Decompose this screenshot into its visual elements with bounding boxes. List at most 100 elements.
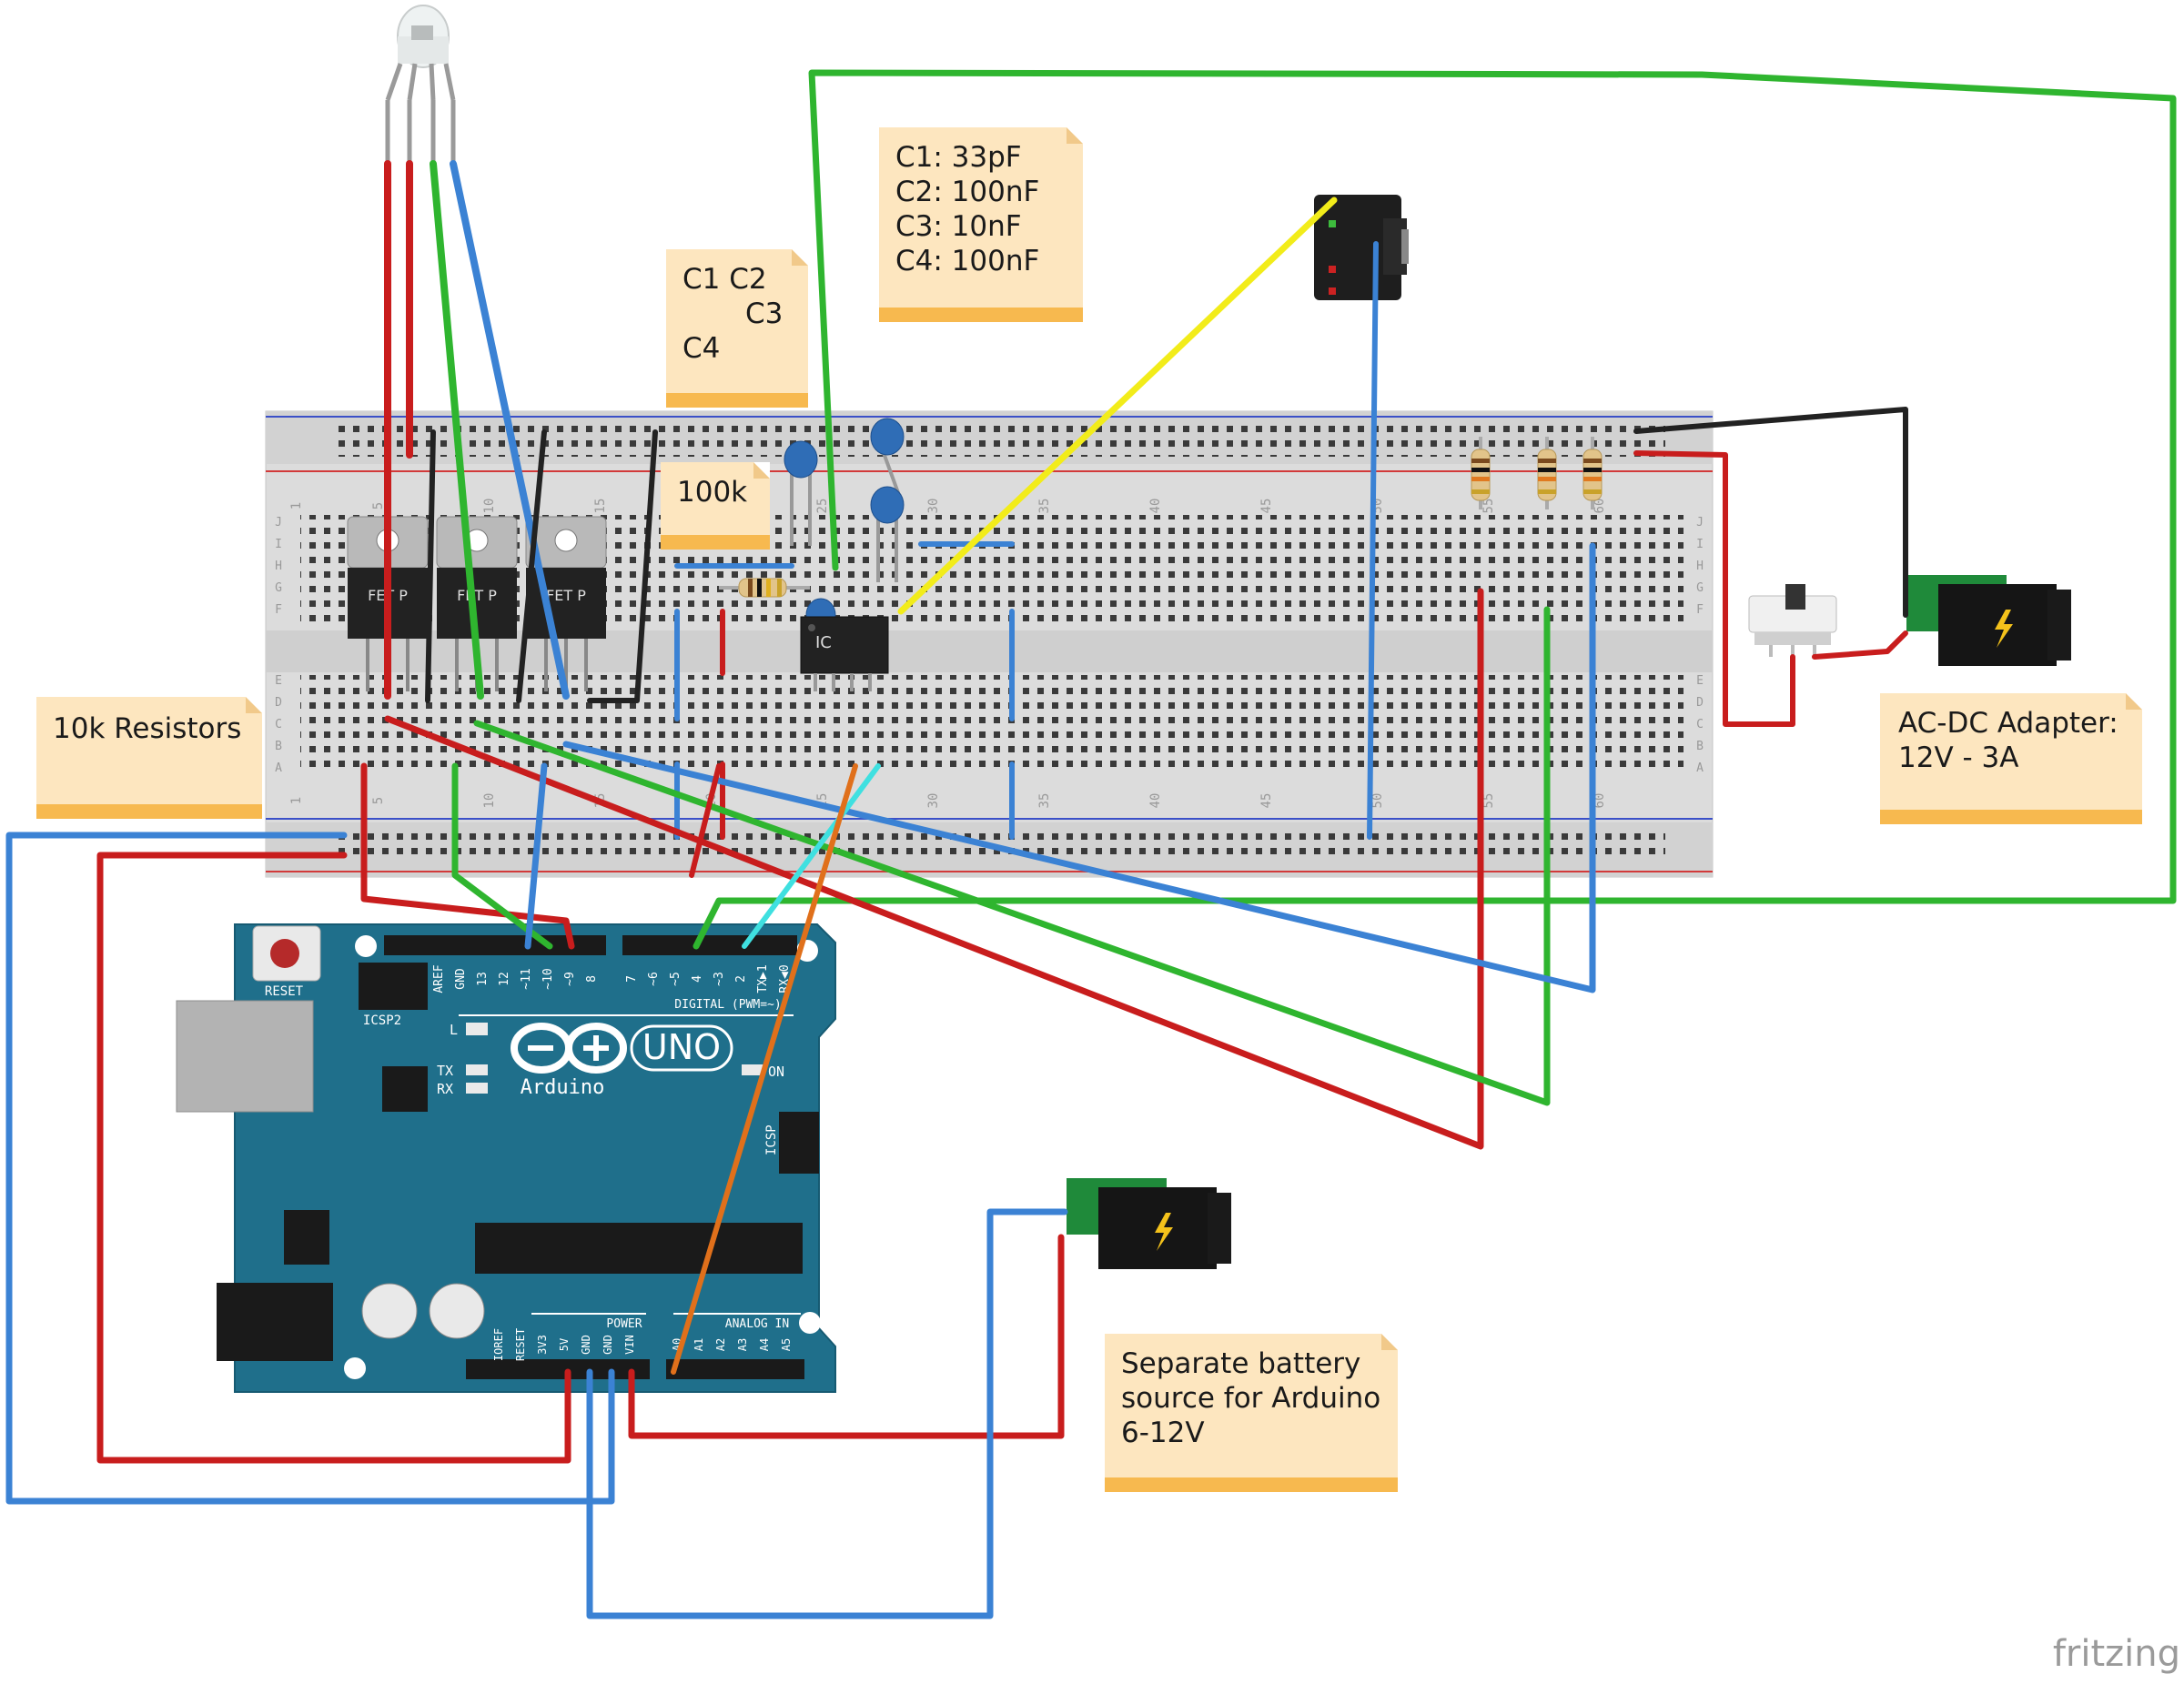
- wire-red-adapter[interactable]: [1633, 450, 1795, 727]
- breadboard-row-letter: D: [275, 696, 282, 710]
- breadboard-col-number: 25: [815, 499, 830, 514]
- digital-pin-label: 4: [691, 975, 704, 983]
- breadboard-row-letter: C: [1696, 718, 1704, 731]
- digital-pin-label: ~10: [541, 968, 555, 989]
- power-pin-label: 3V3: [536, 1335, 549, 1355]
- resistor-10k-1[interactable]: [1471, 437, 1491, 509]
- slide-switch[interactable]: [1748, 584, 1837, 657]
- capacitor-c1[interactable]: [784, 440, 818, 546]
- wire-red-5v-rail[interactable]: [96, 852, 571, 1464]
- breadboard-col-number: 5: [371, 797, 386, 804]
- resistor-10k-3[interactable]: [1582, 437, 1603, 509]
- mosfet-2-label: FET P: [457, 587, 497, 604]
- breadboard-col-number: 45: [1259, 499, 1274, 514]
- breadboard-col-number: 60: [1592, 793, 1607, 809]
- breadboard-row-letter: B: [275, 740, 282, 753]
- capacitor-c3[interactable]: [870, 486, 905, 582]
- breadboard-row-letter: F: [275, 603, 282, 617]
- wire-blue-led[interactable]: [450, 160, 570, 700]
- rgb-led[interactable]: [385, 5, 456, 164]
- note-ac-dc-adapter-text: AC-DC Adapter: 12V - 3A: [1898, 707, 2118, 774]
- digital-pin-label: ~11: [520, 968, 533, 989]
- digital-pin-label: 7: [625, 975, 639, 983]
- wire-black-1[interactable]: [425, 429, 436, 703]
- note-10k-resistors-text: 10k Resistors: [53, 712, 242, 745]
- digital-label: DIGITAL (PWM=~): [674, 998, 781, 1012]
- breadboard-row-letter: B: [1696, 740, 1704, 753]
- breadboard-col-number: 50: [1370, 793, 1385, 809]
- resistor-10k-2[interactable]: [1537, 437, 1557, 509]
- mosfet-2[interactable]: FET P: [436, 516, 518, 691]
- ic-chip[interactable]: IC: [800, 616, 889, 691]
- digital-pin-label: TX▶1: [756, 964, 770, 993]
- power-pin-label: RESET: [514, 1328, 527, 1361]
- wire-green-pin-10[interactable]: [451, 762, 553, 950]
- wire-blue-gnd-rail[interactable]: [5, 832, 615, 1505]
- breadboard-row-letter: J: [1696, 516, 1704, 529]
- wire-blue-audio[interactable]: [1367, 241, 1379, 840]
- wire-cyan-pin-2[interactable]: [742, 763, 881, 949]
- wire-yellow-audio[interactable]: [897, 197, 1338, 615]
- fritzing-watermark: fritzing: [2052, 1633, 2180, 1675]
- wire-black-adapter[interactable]: [1633, 407, 1908, 618]
- digital-pin-label: ~5: [669, 972, 682, 986]
- audio-jack[interactable]: [1314, 195, 1409, 300]
- wire-red-switch[interactable]: [1812, 630, 1908, 660]
- power-pin-label: VIN: [623, 1335, 636, 1355]
- wires: [5, 69, 2177, 1619]
- digital-header-right: [622, 935, 797, 955]
- note-capacitor-values[interactable]: C1: 33pF C2: 100nF C3: 10nF C4: 100nF: [879, 127, 1083, 322]
- breadboard-col-number: 40: [1148, 499, 1163, 514]
- wire-black-2[interactable]: [516, 429, 547, 703]
- digital-pin-label: ~9: [563, 972, 577, 986]
- wire-red-vin[interactable]: [628, 1234, 1065, 1439]
- arduino-model: UNO: [642, 1027, 721, 1067]
- breadboard-col-number: 1: [289, 797, 304, 804]
- analog-pin-label: A3: [736, 1338, 749, 1351]
- led-l-label: L: [450, 1022, 458, 1038]
- digital-pin-label: 8: [585, 975, 599, 983]
- analog-label: ANALOG IN: [725, 1317, 789, 1331]
- digital-pin-label: ~3: [713, 972, 726, 986]
- digital-header-left: [384, 935, 606, 955]
- wire-red-to-resistor[interactable]: [384, 588, 1484, 1150]
- reset-button[interactable]: [252, 925, 321, 982]
- note-ac-dc-adapter[interactable]: AC-DC Adapter: 12V - 3A: [1880, 693, 2142, 824]
- wire-blue-to-resistor[interactable]: [562, 542, 1596, 993]
- note-100k-text: 100k: [677, 476, 748, 509]
- reset-label: RESET: [265, 984, 304, 999]
- breadboard-col-number: 45: [1259, 793, 1274, 809]
- dc-jack-battery[interactable]: [1067, 1178, 1231, 1269]
- wire-red-ic[interactable]: [689, 763, 722, 878]
- wire-red-pin-9[interactable]: [360, 762, 575, 950]
- dc-jack-adapter[interactable]: [1906, 575, 2071, 666]
- note-capacitor-values-text: C1: 33pF C2: 100nF C3: 10nF C4: 100nF: [895, 141, 1040, 277]
- wire-green-led[interactable]: [430, 160, 484, 700]
- wire-blue-pin-11[interactable]: [524, 762, 548, 950]
- wire-green-loop[interactable]: [693, 69, 2177, 950]
- breadboard-row-letter: C: [275, 718, 282, 731]
- breadboard-col-number: 55: [1481, 499, 1496, 514]
- breadboard-row-letter: G: [1696, 581, 1704, 595]
- power-pin-label: GND: [580, 1335, 592, 1355]
- breadboard-row-letter: I: [275, 538, 282, 551]
- note-100k[interactable]: 100k: [661, 462, 770, 550]
- wire-black-3[interactable]: [587, 429, 658, 703]
- note-10k-resistors[interactable]: 10k Resistors: [36, 697, 262, 819]
- note-capacitor-layout[interactable]: C1 C2 C3 C4: [666, 249, 808, 408]
- wire-blue-battery-gnd[interactable]: [586, 1208, 1068, 1619]
- wire-orange-a0[interactable]: [671, 763, 858, 1375]
- note-battery-source[interactable]: Separate battery source for Arduino 6-12…: [1105, 1334, 1398, 1492]
- wire-green-to-resistor[interactable]: [473, 606, 1551, 1106]
- power-bolt-icon: [1155, 1213, 1173, 1251]
- led-rx-label: RX: [437, 1081, 453, 1097]
- analog-pin-label: A2: [714, 1338, 727, 1351]
- resistor-100k[interactable]: [719, 578, 810, 598]
